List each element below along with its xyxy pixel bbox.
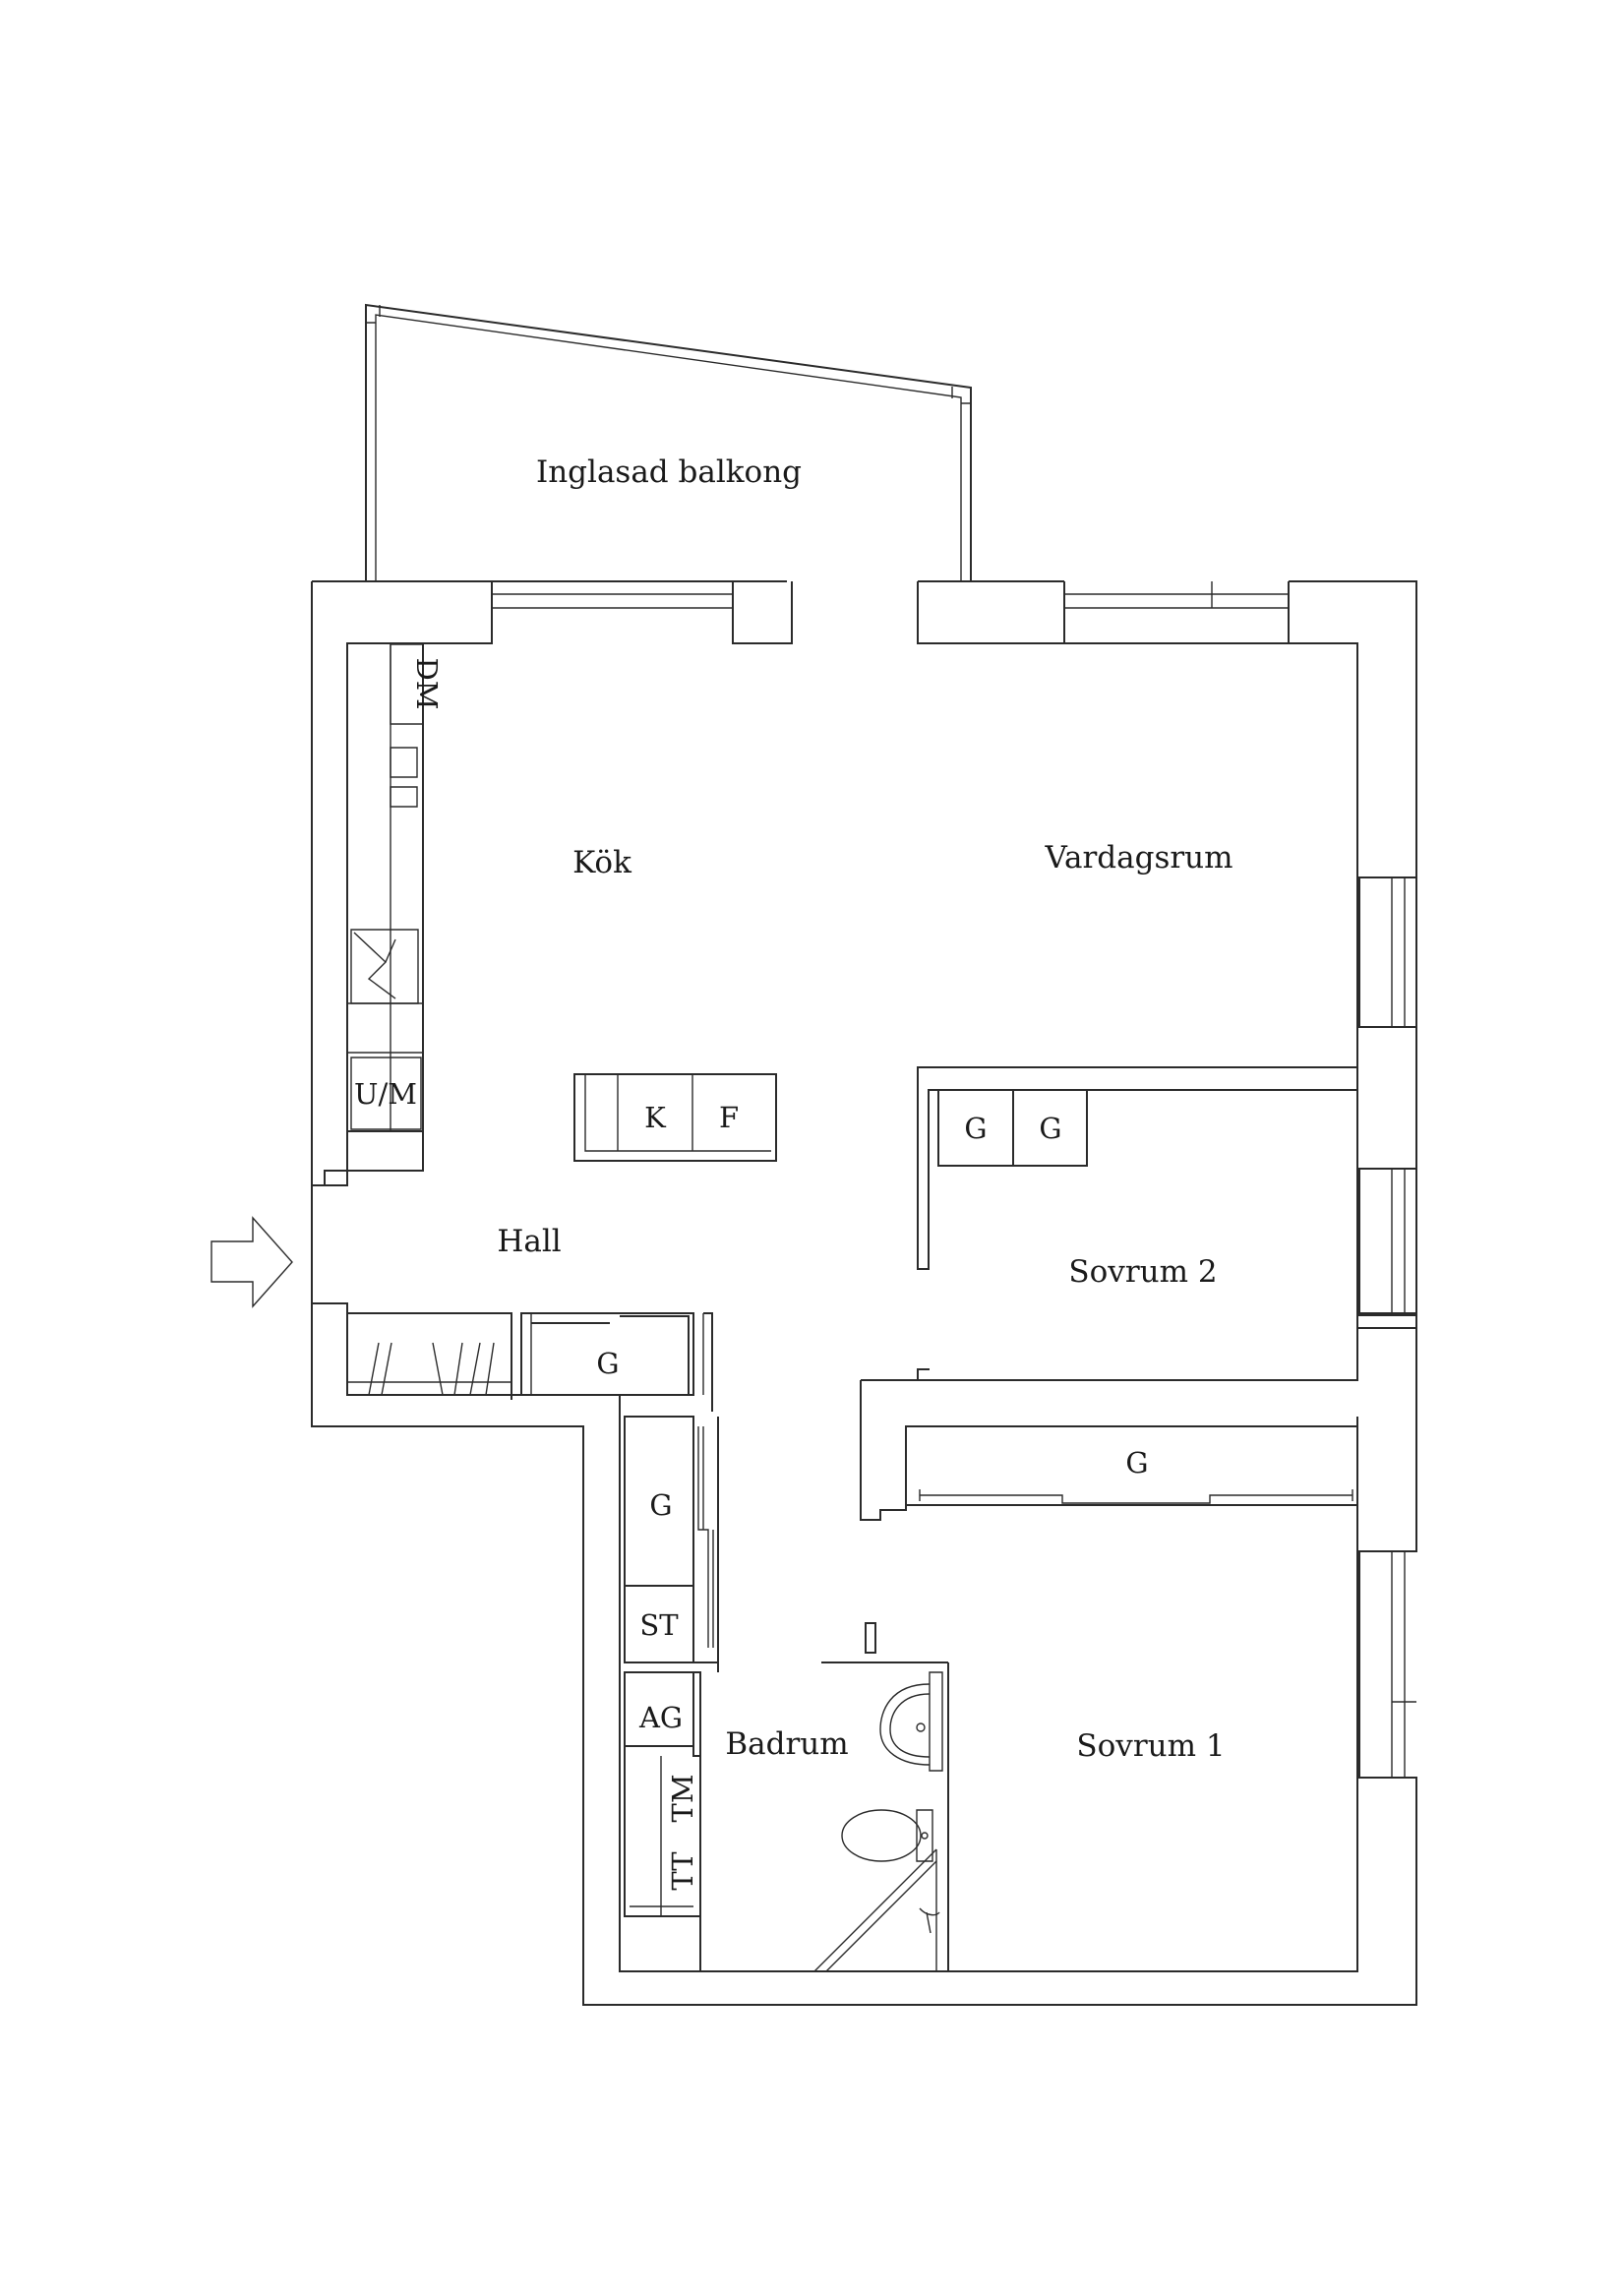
corridor-closet-g [624, 1416, 694, 1663]
bedroom1-top-wall [860, 1380, 1357, 1521]
bedroom1-wardrobe [905, 1426, 1357, 1506]
label-dishwasher: DM [410, 658, 444, 710]
label-freezer: F [719, 1101, 739, 1134]
window-right-living [1391, 877, 1406, 1027]
dishwasher-box [390, 643, 424, 725]
bedroom2-wardrobe [937, 1089, 1088, 1167]
balcony-outline [365, 303, 972, 581]
label-wardrobe-hall: G [596, 1347, 619, 1380]
label-wardrobe-bedroom2-a: G [964, 1112, 987, 1145]
label-dryer: TT [666, 1851, 699, 1891]
hall-wardrobe-left [347, 1312, 512, 1400]
sink-icon [879, 1671, 943, 1772]
top-right-wall [1063, 581, 1290, 643]
fridge-freezer [573, 1073, 777, 1162]
window-right-bedroom2 [1391, 1169, 1406, 1315]
hall-wardrobe-g-inner [530, 1313, 704, 1395]
room-label-hall: Hall [497, 1224, 561, 1259]
laundry-inner [630, 1756, 693, 1916]
room-label-kitchen: Kök [572, 845, 631, 880]
toilet-icon [841, 1809, 933, 1862]
label-wardrobe-bedroom1: G [1125, 1446, 1148, 1480]
shower-icon [813, 1848, 940, 1972]
bedroom1-wardrobe-doors [919, 1489, 1353, 1504]
right-outer-wall [1358, 581, 1417, 1316]
bedroom2-wall [917, 1067, 1357, 1270]
stove-icon [350, 929, 419, 1004]
label-wardrobe-corridor: G [649, 1488, 672, 1522]
label-ventilation: AG [638, 1701, 683, 1734]
entrance-arrow-icon [210, 1216, 293, 1308]
window-top-right [1064, 581, 1289, 609]
room-label-bedroom2: Sovrum 2 [1068, 1254, 1217, 1290]
corridor-closet-doors [697, 1426, 714, 1648]
room-label-balcony: Inglasad balkong [536, 454, 802, 490]
hall-wardrobe-g-wall [703, 1312, 713, 1412]
oven-box [350, 1057, 422, 1130]
fridge-freezer-inner [584, 1074, 771, 1152]
sink-box [390, 747, 418, 808]
room-label-bathroom: Badrum [725, 1726, 848, 1762]
kitchen-counter [347, 642, 424, 1132]
corridor-wall [693, 1417, 719, 1663]
bathroom-left-wall [693, 1662, 719, 1971]
bedroom1-left-wall [861, 1379, 949, 1971]
window-top-left [492, 593, 733, 609]
hall-corner [324, 1131, 424, 1185]
window-right-bedroom1-glass [1391, 1551, 1416, 1778]
room-label-living: Vardagsrum [1044, 840, 1232, 876]
bathroom-top-wall [821, 1622, 948, 1663]
label-oven-microwave: U/M [354, 1077, 417, 1111]
room-label-bedroom1: Sovrum 1 [1076, 1728, 1225, 1764]
label-wardrobe-bedroom2-b: G [1039, 1112, 1061, 1145]
outer-wall-inner [312, 1302, 1358, 1972]
label-cleaning-closet: ST [639, 1608, 679, 1642]
hall-wardrobe-g [520, 1312, 694, 1396]
outer-wall [311, 580, 1417, 2006]
label-fridge: K [644, 1101, 667, 1134]
balcony-glazing [366, 305, 971, 581]
hall-wardrobe-left-doors [347, 1342, 511, 1396]
label-washing-machine: TM [666, 1774, 699, 1822]
top-pillar [732, 581, 793, 644]
